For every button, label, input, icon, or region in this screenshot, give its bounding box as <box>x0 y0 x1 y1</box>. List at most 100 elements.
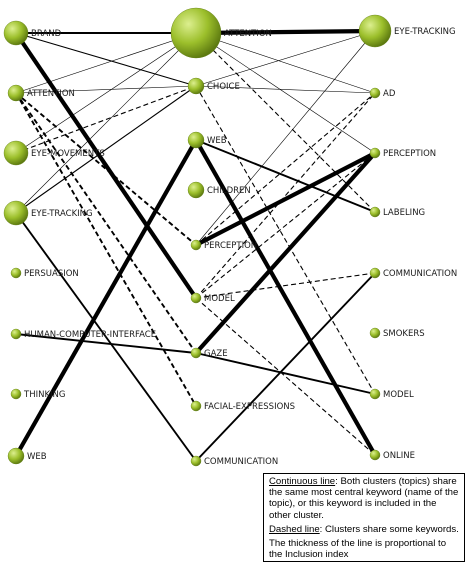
node-label: CHILDREN <box>207 186 251 196</box>
edge-M1-R1 <box>195 85 376 94</box>
node-ball <box>369 147 381 159</box>
node-left-thinking: THINKING <box>10 388 65 400</box>
node-middle-gaze: GAZE <box>190 347 228 359</box>
node-left-persuasion: PERSUASION <box>10 267 79 279</box>
node-label: ATTENTION <box>224 29 272 39</box>
node-right-online: ONLINE <box>369 449 415 461</box>
node-right-ad: AD <box>369 87 396 99</box>
node-right-model: MODEL <box>369 388 414 400</box>
edge-L1-M1 <box>15 85 197 94</box>
node-ball <box>369 449 381 461</box>
node-ball <box>10 267 22 279</box>
node-label: THINKING <box>23 390 65 400</box>
node-left-brand: BRAND <box>3 20 62 46</box>
edge-M0-R0 <box>195 28 376 36</box>
edge-L3-M8 <box>15 212 197 462</box>
node-ball <box>369 388 381 400</box>
node-middle-communication: COMMUNICATION <box>190 455 278 467</box>
edge-L3-M0 <box>15 32 197 214</box>
node-ball <box>187 131 205 149</box>
legend-continuous-line: Continuous line: Both clusters (topics) … <box>269 476 459 521</box>
node-label: FACIAL-EXPRESSIONS <box>204 402 295 412</box>
edge-M0-R1 <box>195 32 376 94</box>
edge-M4-R0 <box>195 30 376 246</box>
node-ball <box>3 20 29 46</box>
edge-L1-M0 <box>15 32 197 94</box>
node-label: SMOKERS <box>383 329 425 339</box>
edge-L7-M2 <box>14 138 198 458</box>
edge-L2-M1 <box>15 85 197 154</box>
node-label: ATTENTION <box>27 89 75 99</box>
node-ball <box>369 206 381 218</box>
node-ball <box>170 7 222 59</box>
edge-M1-R0 <box>195 30 376 87</box>
node-left-web: WEB <box>7 447 47 465</box>
edge-L1-M4 <box>15 92 197 246</box>
node-left-human-computer-interface: HUMAN-COMPUTER-INTERFACE <box>10 328 156 340</box>
edge-L1-M6 <box>15 92 197 354</box>
edge-M5-R1 <box>195 92 376 299</box>
edge-M5-R4 <box>195 272 376 299</box>
node-ball <box>190 400 202 412</box>
node-right-communication: COMMUNICATION <box>369 267 457 279</box>
node-label: CHOICE <box>207 82 240 92</box>
edge-M4-R2 <box>195 151 376 247</box>
edge-L0-M5 <box>14 31 198 300</box>
node-middle-choice: CHOICE <box>187 77 240 95</box>
edge-M2-R7 <box>194 138 377 457</box>
node-label: LABELING <box>383 208 425 218</box>
edge-M2-R3 <box>195 139 376 213</box>
node-label: PERSUASION <box>24 269 79 279</box>
node-right-perception: PERCEPTION <box>369 147 436 159</box>
legend-dashed-line: Dashed line: Clusters share some keyword… <box>269 524 459 535</box>
node-label: HUMAN-COMPUTER-INTERFACE <box>24 330 156 340</box>
node-ball <box>190 455 202 467</box>
node-ball <box>10 328 22 340</box>
node-left-eye-movements: EYE-MOVEMENTS <box>3 140 105 166</box>
node-ball <box>187 77 205 95</box>
node-label: MODEL <box>204 294 235 304</box>
node-middle-web: WEB <box>187 131 227 149</box>
legend-thickness-note: The thickness of the line is proportiona… <box>269 538 447 561</box>
node-ball <box>190 239 202 251</box>
node-right-smokers: SMOKERS <box>369 327 425 339</box>
legend-continuous-key: Continuous line <box>269 476 336 487</box>
node-ball <box>3 140 29 166</box>
node-middle-attention: ATTENTION <box>170 7 272 59</box>
legend-continuous-text: : Both clusters (topics) share the same … <box>269 476 459 521</box>
node-ball <box>10 388 22 400</box>
edge-L5-M6 <box>15 333 197 354</box>
edge-M1-R6 <box>195 85 376 395</box>
node-label: COMMUNICATION <box>383 269 457 279</box>
edge-M5-R2 <box>195 152 376 299</box>
node-ball <box>187 181 205 199</box>
node-ball <box>369 87 381 99</box>
node-ball <box>3 200 29 226</box>
edge-L2-M0 <box>15 32 197 154</box>
node-middle-children: CHILDREN <box>187 181 251 199</box>
legend-box: Continuous line: Both clusters (topics) … <box>263 473 465 562</box>
node-label: EYE-TRACKING <box>31 209 93 219</box>
node-label: ONLINE <box>383 451 415 461</box>
node-label: COMMUNICATION <box>204 457 278 467</box>
legend-dashed-key: Dashed line <box>269 523 320 535</box>
node-ball <box>369 267 381 279</box>
node-label: PERCEPTION <box>204 241 257 251</box>
node-middle-facial-expressions: FACIAL-EXPRESSIONS <box>190 400 295 412</box>
edge-M6-R2 <box>194 151 377 355</box>
node-ball <box>190 292 202 304</box>
node-label: EYE-MOVEMENTS <box>31 149 105 159</box>
node-ball <box>358 14 392 48</box>
edge-L3-M1 <box>15 85 197 214</box>
node-ball <box>7 84 25 102</box>
edge-L0-M1 <box>15 32 197 87</box>
node-label: PERCEPTION <box>383 149 436 159</box>
node-label: MODEL <box>383 390 414 400</box>
node-left-eye-tracking: EYE-TRACKING <box>3 200 93 226</box>
edge-L1-M7 <box>15 92 197 407</box>
node-label: EYE-TRACKING <box>394 27 456 37</box>
node-middle-perception: PERCEPTION <box>190 239 257 251</box>
node-right-eye-tracking: EYE-TRACKING <box>358 14 456 48</box>
edge-M0-R3 <box>195 32 376 213</box>
